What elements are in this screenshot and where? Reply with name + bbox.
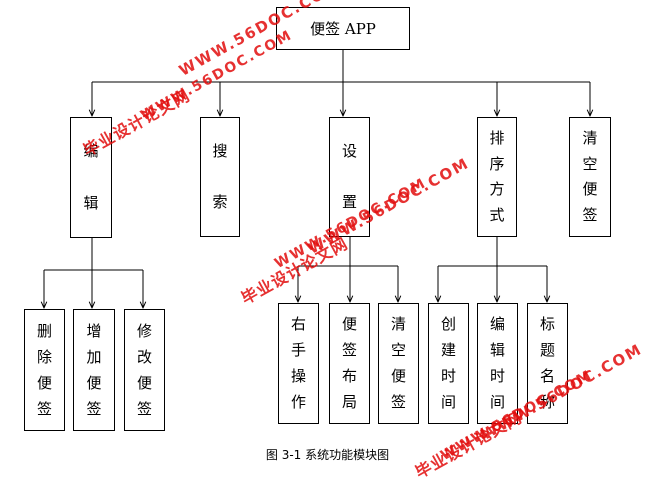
node-clear-char: 签 xyxy=(582,205,598,224)
node-char: 签 xyxy=(136,399,152,418)
node-sort-char: 序 xyxy=(489,154,505,173)
node-title-name: 标题名称 xyxy=(527,303,568,424)
node-settings-char: 设 xyxy=(341,142,357,160)
node-settings-clear: 清空便签 xyxy=(378,303,419,424)
node-char: 右 xyxy=(290,315,306,334)
node-char: 签 xyxy=(86,399,102,418)
node-clear-char: 空 xyxy=(582,154,598,173)
node-char: 增 xyxy=(86,321,102,340)
node-note-layout: 便签布局 xyxy=(329,303,370,424)
node-settings: 设置 xyxy=(329,117,370,237)
node-char: 标 xyxy=(539,315,555,334)
root-node: 便签 APP xyxy=(276,7,410,50)
node-delete-note: 删除便签 xyxy=(24,309,65,431)
node-clear-char: 便 xyxy=(582,180,598,199)
node-char: 名 xyxy=(539,366,555,385)
node-char: 便 xyxy=(136,373,152,392)
node-search-char: 索 xyxy=(212,193,228,211)
node-right-hand: 右手操作 xyxy=(278,303,319,424)
node-char: 加 xyxy=(86,347,102,366)
node-char: 称 xyxy=(539,392,555,411)
node-edit-char: 编 xyxy=(83,142,99,161)
node-sort-char: 式 xyxy=(489,205,505,224)
node-char: 编 xyxy=(489,315,505,334)
node-sort-char: 排 xyxy=(489,129,505,148)
node-char: 间 xyxy=(489,392,505,411)
node-settings-char: 置 xyxy=(341,193,357,211)
node-char: 辑 xyxy=(489,341,505,360)
node-edit-char: 辑 xyxy=(83,193,99,212)
diagram-connectors xyxy=(0,50,655,471)
node-sort: 排序方式 xyxy=(477,117,517,237)
node-char: 改 xyxy=(136,347,152,366)
figure-caption: 图 3-1 系统功能模块图 xyxy=(265,448,390,462)
node-search-char: 搜 xyxy=(212,142,228,160)
node-char: 手 xyxy=(290,341,306,360)
node-char: 空 xyxy=(390,341,406,360)
node-char: 时 xyxy=(489,366,505,385)
node-add-note: 增加便签 xyxy=(73,309,115,431)
node-edited-time: 编辑时间 xyxy=(477,303,518,424)
node-char: 便 xyxy=(341,315,357,334)
node-edit: 编辑 xyxy=(70,117,112,238)
node-char: 便 xyxy=(86,373,102,392)
node-char: 时 xyxy=(440,366,456,385)
node-char: 间 xyxy=(440,392,456,411)
root-label: 便签 APP xyxy=(310,20,376,38)
node-char: 创 xyxy=(440,315,456,334)
node-char: 建 xyxy=(440,341,456,360)
node-clear-char: 清 xyxy=(582,129,598,148)
node-char: 清 xyxy=(390,315,406,334)
node-char: 签 xyxy=(390,392,406,411)
node-char: 便 xyxy=(36,373,52,392)
node-char: 修 xyxy=(136,321,152,340)
node-char: 作 xyxy=(290,392,306,411)
node-search: 搜索 xyxy=(200,117,240,237)
node-char: 签 xyxy=(36,399,52,418)
node-char: 布 xyxy=(341,366,357,385)
node-clear: 清空便签 xyxy=(569,117,611,237)
node-char: 签 xyxy=(341,341,357,360)
node-char: 除 xyxy=(36,347,52,366)
node-char: 删 xyxy=(36,321,52,340)
node-char: 便 xyxy=(390,366,406,385)
node-char: 局 xyxy=(341,392,357,411)
node-modify-note: 修改便签 xyxy=(124,309,165,431)
node-created-time: 创建时间 xyxy=(428,303,469,424)
node-char: 操 xyxy=(290,366,306,385)
node-sort-char: 方 xyxy=(489,180,505,199)
node-char: 题 xyxy=(539,341,555,360)
